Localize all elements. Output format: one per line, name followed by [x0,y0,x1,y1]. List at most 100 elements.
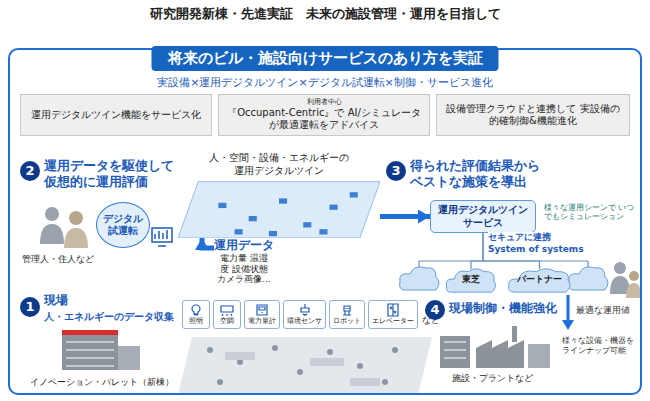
callout-number: 3 [386,161,406,181]
facility-illustration [476,340,524,368]
callout-number: 4 [425,300,445,320]
building-illustration [62,330,140,370]
main-panel: 運用デジタルツイン機能をサービス化 利用者中心『Occupant-Centric』… [8,48,642,395]
cloud-tree [400,267,439,290]
device-glyph [220,303,234,317]
monitor-icon [152,228,172,246]
device-icon: ロボット [329,300,365,329]
diagram-title: 研究開発新棟・先進実証 未来の施設管理・運用を目指して [0,6,650,22]
person-marker [279,198,287,203]
node-text: 運用デジタルツイン サービス [435,204,531,229]
text-label: イノベーション・パレット（新棟） [30,377,174,388]
node-text: デジタル 試運転 [101,213,145,238]
platform-shape [178,182,380,238]
building-illustration [118,346,140,370]
office-floor [327,349,333,355]
text-label: 人・エネルギーのデータ収集 [44,311,174,323]
facility-illustration [444,342,466,358]
service-box: 運用デジタルツイン サービス [430,200,536,233]
person-figures [614,262,626,274]
cloud-tree [569,267,608,290]
text-label: 運用データを駆使して 仮想的に運用評価 [44,158,180,191]
building-illustration [62,330,118,335]
person-figures [40,207,88,248]
text-label: 施設・プラントなど [452,373,533,384]
person-figures [40,224,64,244]
text-label: System of systems [488,244,584,255]
node-text: パートナー [517,274,562,285]
office-floor [207,347,213,353]
feature-box: 利用者中心『Occupant-Centric』で AI/シミュレータが最適運転を… [218,94,430,136]
device-glyph [386,303,400,317]
facility-illustration [512,326,517,342]
office-floor [297,369,303,375]
panel-heading: 将来のビル・施設向けサービスのあり方を実証 [152,46,499,71]
text-label: 現場 [44,293,68,308]
person-marker [269,231,277,236]
device-glyph [301,304,309,315]
office-floor [225,352,380,386]
person-figures [626,283,640,298]
device-icon: 電力量計 [244,300,280,329]
device-glyph [340,303,354,317]
person-marker [249,216,257,221]
digital-twin-platform: 人・空間・設備・エネルギーの 運用デジタルツイン [178,150,380,238]
person-marker [330,205,338,210]
feature-box: 設備管理クラウドと連携して 実設備の的確制御&機能進化 [436,94,630,136]
facility-illustration [440,336,470,368]
office-floor [357,363,363,369]
node-text: 環境センサ [287,317,322,326]
callout-number: 2 [20,161,40,181]
cloud-tree [419,261,588,270]
facility-illustration [440,326,550,368]
device-glyph [298,303,312,317]
office-floor [382,379,388,385]
office-floor [392,347,398,353]
monitor-icon [158,245,166,247]
text-label: 最適な運用値 [576,305,630,316]
callout-number: 1 [20,297,40,317]
device-glyph [255,303,269,317]
node-text: 運用デジタルツイン機能をサービス化 [31,109,201,122]
node-text: 電力量計 [248,317,276,326]
node-text: 空調 [220,317,234,326]
person-marker [350,192,358,197]
device-glyph [192,305,200,315]
person-marker [235,229,243,234]
connector [202,238,214,248]
device-glyph [388,304,398,316]
person-figures [69,211,83,225]
text-label: 様々な設備・機器を ラインナップ可能 [562,336,638,356]
node-text: ロボット [333,317,361,326]
office-floor [178,337,432,395]
text-label: 管理人・住人など [22,254,94,265]
person-marker [319,229,327,234]
office-floor [217,379,223,385]
office-floor [272,345,278,351]
cloud-shape [509,269,571,292]
person-marker [218,203,226,208]
office-floor [310,358,344,366]
person-figures [64,228,88,248]
device-icon: 照明 [182,300,210,329]
node-text: 電力量 温湿度 設備状態 カメラ画像… [217,253,271,285]
device-glyph [221,306,233,316]
office-floor [178,337,432,395]
person-figures [629,271,639,281]
feature-box: 運用デジタルツイン機能をサービス化 [20,94,212,136]
office-floor [207,345,398,385]
facility-illustration [528,344,550,368]
node-text: 利用者中心 [307,98,342,107]
device-glyph [257,305,267,315]
person-figures [45,207,59,221]
text-label: 現場制御・機能強化 [449,301,557,316]
device-icon: 環境センサ [283,300,326,329]
person-figures [610,262,640,298]
connector [471,233,483,269]
platform-shape [178,150,380,238]
down-arrow [562,320,574,330]
node-text: 人・空間・設備・エネルギーの 運用デジタルツイン [204,152,354,177]
device-icon: 空調 [213,300,241,329]
connector [380,214,430,219]
